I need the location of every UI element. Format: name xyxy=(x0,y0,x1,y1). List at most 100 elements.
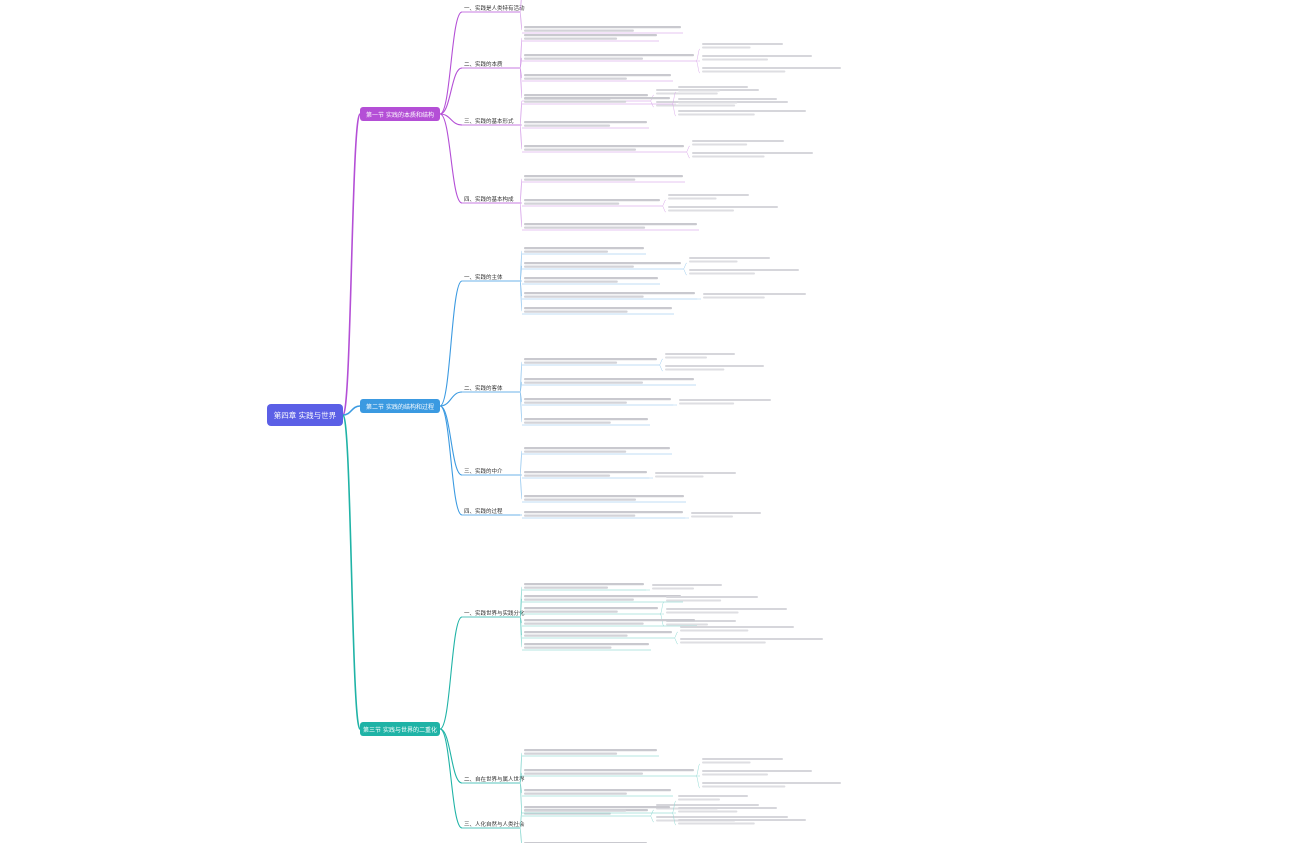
detail-text-bar xyxy=(702,782,841,784)
detail-text-bar xyxy=(678,819,806,821)
note-text-bar xyxy=(524,148,636,151)
note-text-bar xyxy=(524,514,636,517)
note-to-detail-line xyxy=(685,151,691,159)
topic-label: 一、实践的主体 xyxy=(464,273,503,281)
detail-text-bar xyxy=(702,758,783,760)
detail-text-bar xyxy=(655,472,736,474)
note-text-bar xyxy=(524,498,636,501)
note-text-bar xyxy=(524,495,684,498)
detail-text-bar xyxy=(679,402,735,405)
note-text-bar xyxy=(524,94,648,97)
detail-text-bar xyxy=(680,626,794,628)
note-to-detail-line xyxy=(649,815,655,823)
note-text-bar xyxy=(524,401,627,404)
topic-label: 一、实践世界与实践分化 xyxy=(464,609,525,617)
note-text-bar xyxy=(524,250,608,253)
detail-text-bar xyxy=(652,584,722,586)
detail-text-bar xyxy=(666,608,787,610)
note-text-bar xyxy=(524,806,670,809)
note-text-bar xyxy=(524,598,634,601)
note-text-bar xyxy=(524,643,649,646)
topic-to-note-line xyxy=(519,391,523,423)
detail-text-bar xyxy=(689,260,738,263)
detail-text-bar xyxy=(665,368,725,371)
detail-text-bar xyxy=(702,67,841,69)
detail-text-bar xyxy=(702,761,751,764)
branch-to-topic-line xyxy=(439,728,463,829)
topic-label: 三、实践的中介 xyxy=(464,467,503,475)
detail-text-bar xyxy=(680,629,749,632)
note-text-bar xyxy=(524,358,657,361)
note-text-bar xyxy=(524,34,657,37)
detail-text-bar xyxy=(702,55,812,57)
branch-node xyxy=(360,107,440,121)
note-text-bar xyxy=(524,29,634,32)
note-text-bar xyxy=(524,421,611,424)
note-text-bar xyxy=(524,77,627,80)
topic-to-note-line xyxy=(519,450,523,476)
topic-label: 三、实践的基本形式 xyxy=(464,117,514,125)
note-to-detail-line xyxy=(659,601,665,615)
detail-text-bar xyxy=(678,110,806,112)
root-to-branch-line xyxy=(342,113,361,416)
topic-to-note-line xyxy=(519,381,523,393)
note-to-detail-line xyxy=(695,60,701,74)
note-text-bar xyxy=(524,610,618,613)
detail-text-bar xyxy=(680,638,823,640)
note-text-bar xyxy=(524,447,670,450)
detail-text-bar xyxy=(691,512,761,514)
note-text-bar xyxy=(524,307,672,310)
note-text-bar xyxy=(524,646,612,649)
note-text-bar xyxy=(524,247,644,250)
note-text-bar xyxy=(524,450,627,453)
topic-label: 三、人化自然与人类社会 xyxy=(464,820,525,828)
detail-text-bar xyxy=(678,822,755,825)
note-text-bar xyxy=(524,178,636,181)
note-text-bar xyxy=(524,223,697,226)
branch-to-topic-line xyxy=(439,113,463,126)
branch-to-topic-line xyxy=(439,67,463,115)
topic-to-note-line xyxy=(519,178,523,204)
detail-text-bar xyxy=(678,89,720,92)
note-text-bar xyxy=(524,145,684,148)
note-text-bar xyxy=(524,121,647,124)
note-text-bar xyxy=(524,26,681,29)
note-to-detail-line xyxy=(682,262,688,270)
topic-to-note-line xyxy=(519,0,522,13)
note-text-bar xyxy=(524,310,628,313)
detail-text-bar xyxy=(692,152,813,154)
note-text-bar xyxy=(524,792,627,795)
detail-text-bar xyxy=(679,399,771,401)
branch-to-topic-line xyxy=(439,11,463,115)
detail-text-bar xyxy=(666,611,739,614)
detail-text-bar xyxy=(689,257,770,259)
detail-text-bar xyxy=(703,296,765,299)
detail-text-bar xyxy=(702,770,812,772)
note-to-detail-line xyxy=(658,364,664,372)
detail-text-bar xyxy=(666,599,722,602)
branch-to-topic-line xyxy=(439,113,463,204)
topic-to-note-line xyxy=(519,100,523,126)
topic-to-note-line xyxy=(519,57,523,69)
branch-to-topic-line xyxy=(439,391,463,407)
note-text-bar xyxy=(524,619,695,622)
note-text-bar xyxy=(524,54,694,57)
topic-to-note-line xyxy=(519,124,523,150)
topic-to-note-line xyxy=(519,616,523,648)
note-text-bar xyxy=(524,100,627,103)
root-to-branch-line xyxy=(342,414,361,730)
note-text-bar xyxy=(524,471,647,474)
branch-label: 第三节 实践与世界的二重化 xyxy=(363,726,437,734)
detail-text-bar xyxy=(666,623,708,626)
detail-text-bar xyxy=(689,269,799,271)
detail-text-bar xyxy=(678,113,755,116)
note-text-bar xyxy=(524,769,694,772)
note-text-bar xyxy=(524,175,683,178)
note-text-bar xyxy=(524,586,608,589)
note-text-bar xyxy=(524,607,658,610)
detail-text-bar xyxy=(691,515,733,518)
topic-to-note-line xyxy=(519,809,523,829)
detail-text-bar xyxy=(702,46,751,49)
note-text-bar xyxy=(524,262,681,265)
